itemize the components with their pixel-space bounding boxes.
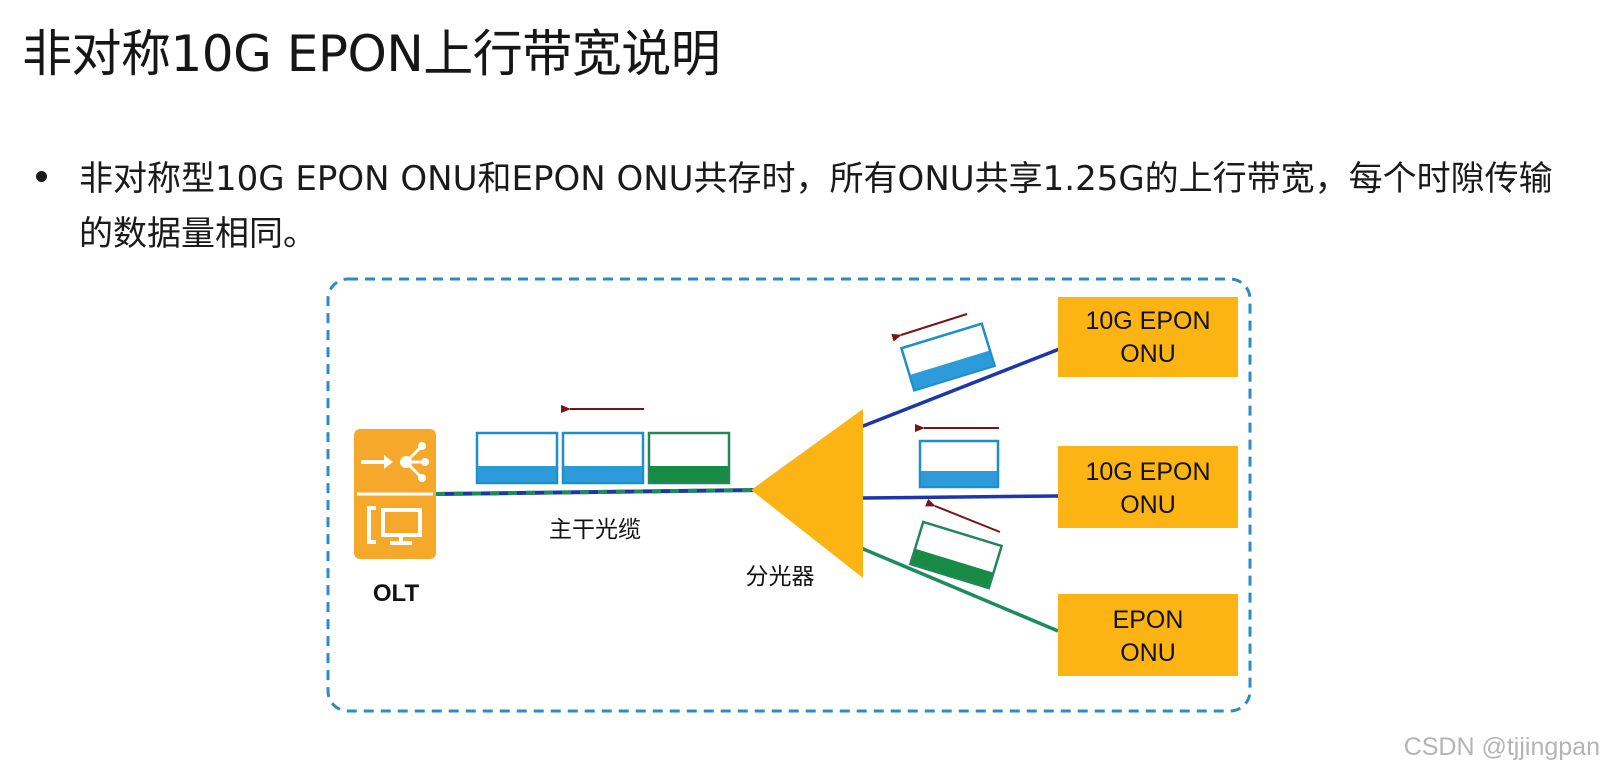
olt-label: OLT	[373, 580, 420, 607]
olt-icon	[354, 429, 436, 559]
bullet-text: 非对称型10G EPON ONU和EPON ONU共存时，所有ONU共享1.25…	[79, 159, 1553, 254]
onu-box-2: 10G EPON ONU	[1058, 446, 1238, 528]
branch-arrow-1	[891, 313, 968, 342]
branch-frame-3	[908, 520, 1004, 590]
branch-frame-2	[918, 439, 1000, 489]
onu-2-line1: 10G EPON	[1085, 458, 1210, 486]
branch-frame-1	[899, 322, 997, 392]
onu-1-line1: 10G EPON	[1085, 307, 1210, 335]
diagram-frame	[326, 277, 1252, 713]
onu-3-line1: EPON	[1113, 606, 1184, 634]
onu-2-line2: ONU	[1120, 491, 1176, 519]
branch-arrow-3	[925, 498, 1001, 533]
bullet-dot-icon	[36, 171, 47, 182]
trunk-frame-1	[475, 431, 559, 485]
slide-title: 非对称10G EPON上行带宽说明	[22, 25, 721, 83]
trunk-frame-2	[561, 431, 645, 485]
splitter-icon	[751, 409, 863, 578]
trunk-label: 主干光缆	[549, 517, 641, 543]
branch-fiber-3	[860, 546, 1059, 633]
onu-box-1: 10G EPON ONU	[1058, 297, 1238, 377]
trunk-fiber	[435, 488, 761, 496]
branch-fiber-2	[861, 494, 1060, 500]
watermark-text: CSDN @tjjingpan	[1403, 733, 1600, 761]
branch-fiber-1	[857, 346, 1063, 430]
trunk-frame-3	[647, 431, 731, 485]
onu-box-3: EPON ONU	[1058, 594, 1238, 676]
onu-3-line2: ONU	[1120, 639, 1176, 667]
splitter-label: 分光器	[746, 564, 815, 590]
onu-1-line2: ONU	[1120, 340, 1176, 368]
